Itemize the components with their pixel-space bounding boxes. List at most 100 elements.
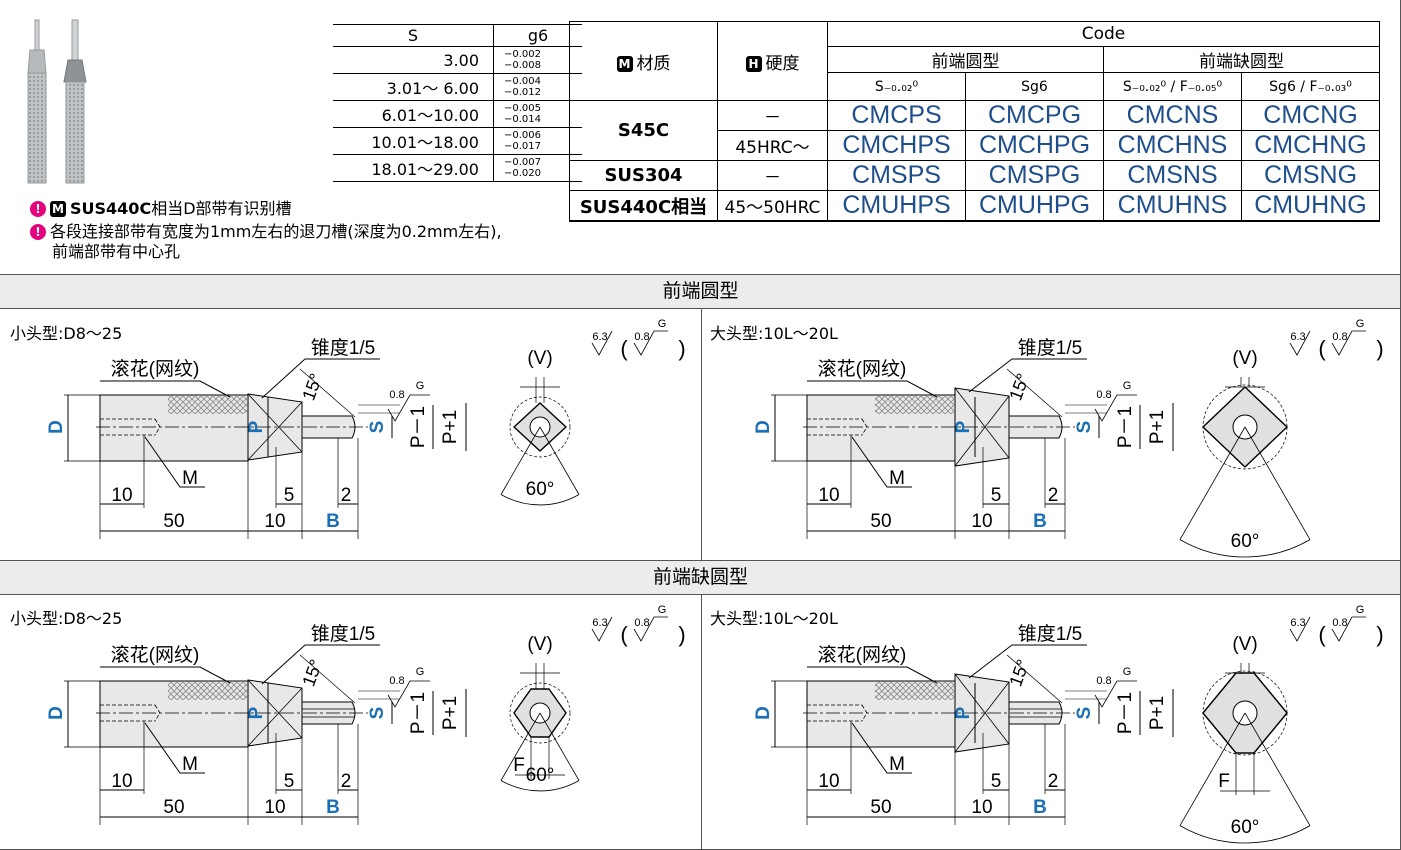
- label-m: M: [182, 468, 198, 489]
- label-roughness-08: 0.8: [1332, 331, 1347, 343]
- label-dim-50: 50: [163, 797, 184, 818]
- label-d: D: [753, 420, 774, 434]
- label-roughness-63: 6.3: [592, 617, 607, 629]
- taper-cross: [247, 679, 303, 747]
- material-cell: S45C: [569, 100, 718, 161]
- label-s: S: [1074, 421, 1095, 434]
- label-angle-60: 60°: [1231, 531, 1260, 552]
- material-badge: M: [616, 55, 633, 72]
- label-angle-60: 60°: [526, 479, 555, 500]
- label-v: (V): [527, 348, 552, 369]
- subheader-2: Sg6: [965, 72, 1104, 101]
- panel-label-large: 大头型:10L～20L: [710, 324, 838, 343]
- label-roughness: 0.8: [1096, 389, 1111, 401]
- note-undercut: !各段连接部带有宽度为1mm左右的退刀槽(深度为0.2mm左右), 前端部带有中…: [30, 222, 502, 262]
- tol-upper: −0.007: [504, 157, 542, 168]
- label-p: P: [953, 420, 974, 433]
- roughness-symbol: [633, 616, 668, 642]
- paren-open: (: [620, 622, 628, 647]
- label-p: P: [953, 706, 974, 719]
- group-round-header: 前端圆型: [827, 46, 1104, 73]
- label-roughness-08: 0.8: [634, 617, 649, 629]
- label-s: S: [367, 421, 388, 434]
- label-dim-50: 50: [163, 511, 184, 532]
- hardness-cell: 45HRC～: [717, 130, 828, 161]
- tol-lower: −0.017: [504, 141, 542, 152]
- label-angle-15: 15°: [298, 371, 326, 403]
- roughness-symbol: [633, 330, 668, 356]
- tol-value: −0.005−0.014: [493, 100, 582, 128]
- label-dim-10: 10: [111, 771, 132, 792]
- flat-lines: [302, 708, 354, 718]
- label-g: G: [1356, 604, 1365, 616]
- paren-open: (: [1318, 622, 1326, 647]
- label-f: F: [513, 755, 525, 776]
- angle-line: [299, 368, 356, 418]
- tol-size: 3.01～ 6.00: [333, 73, 494, 101]
- label-f: F: [1218, 771, 1230, 792]
- code-cell: CMUHPG: [965, 190, 1104, 222]
- label-dim-10: 10: [971, 511, 992, 532]
- label-knurl: 滚花(网纹): [111, 644, 200, 666]
- paren-open: (: [620, 336, 628, 361]
- label-dim-50: 50: [870, 797, 891, 818]
- angle-line: [1006, 368, 1063, 418]
- tol-size: 10.01～18.00: [333, 127, 494, 155]
- label-v: (V): [1232, 634, 1257, 655]
- thread-hole: [807, 418, 868, 436]
- tol-upper: −0.002: [504, 49, 542, 60]
- knurl-leader: [100, 380, 231, 398]
- ext-line: [1065, 690, 1107, 700]
- note-text: 相当D部带有识别槽: [151, 199, 292, 218]
- hardness-cell: －: [717, 100, 828, 131]
- flat-lines: [1009, 708, 1061, 718]
- code-cell: CMCHNS: [1103, 130, 1242, 161]
- label-dim-2: 2: [341, 485, 352, 506]
- label-roughness-08: 0.8: [634, 331, 649, 343]
- code-cell: CMSNS: [1103, 160, 1242, 191]
- v-dim-lines: [1225, 663, 1265, 674]
- hardness-cell: 45～50HRC: [717, 190, 828, 222]
- product-photo: [27, 19, 87, 184]
- label-roughness-08: 0.8: [1332, 617, 1347, 629]
- code-cell: CMCHPS: [827, 130, 966, 161]
- label-angle-60: 60°: [1231, 817, 1260, 838]
- label-p-minus-1: P－1: [1115, 692, 1136, 734]
- roughness-symbol: [387, 394, 430, 422]
- label-dim-10: 10: [971, 797, 992, 818]
- roughness-symbol: [387, 680, 430, 708]
- tol-header-s: S: [333, 24, 494, 47]
- material-cell: SUS304: [569, 160, 718, 191]
- code-cell: CMSNG: [1241, 160, 1380, 191]
- taper-leader: [968, 358, 1087, 393]
- label-m: M: [889, 754, 905, 775]
- ext-line: [358, 404, 400, 414]
- label-dim-5: 5: [284, 771, 295, 792]
- tol-header-g6: g6: [493, 24, 582, 47]
- section-title-flat: 前端缺圆型: [0, 560, 1401, 595]
- knurl-area: [875, 396, 954, 414]
- label-s: S: [1074, 707, 1095, 720]
- ext-lines: [99, 721, 359, 825]
- label-g: G: [416, 666, 425, 678]
- label-b: B: [326, 797, 340, 818]
- tol-value: −0.007−0.020: [493, 154, 582, 182]
- label-angle-15: 15°: [1005, 371, 1033, 403]
- label-taper: 锥度1/5: [311, 623, 375, 645]
- label-roughness-63: 6.3: [1290, 617, 1305, 629]
- paren-close: ): [678, 336, 685, 361]
- label-dim-5: 5: [991, 771, 1002, 792]
- knurl-leader: [807, 380, 938, 398]
- tol-size: 18.01～29.00: [333, 154, 494, 182]
- label-p-minus-1: P－1: [1115, 406, 1136, 448]
- warning-icon: !: [30, 224, 46, 240]
